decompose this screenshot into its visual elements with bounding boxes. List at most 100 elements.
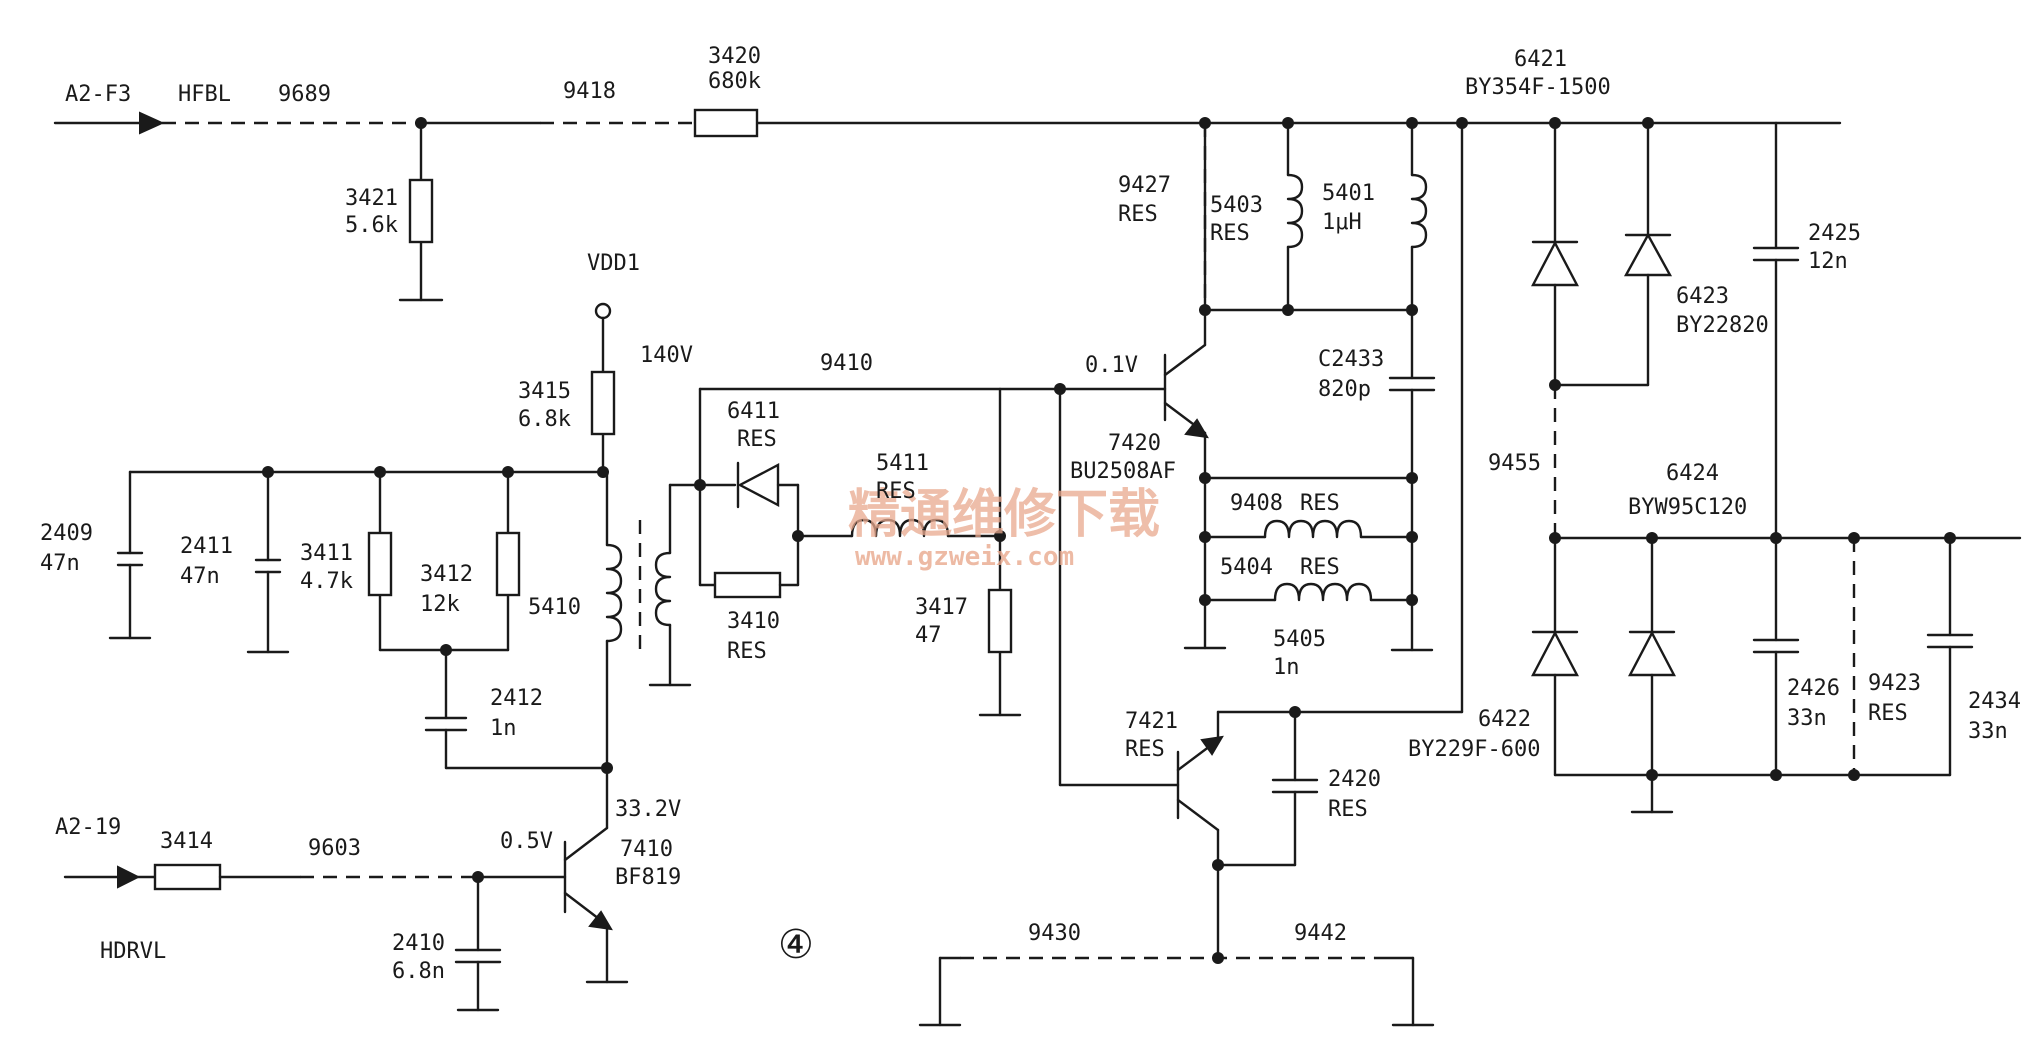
capacitor-2410 <box>454 875 502 1012</box>
label-2425-ref: 2425 <box>1808 221 1861 246</box>
transistor-7421 <box>1058 121 1464 960</box>
label-hfbl: HFBL <box>178 82 231 107</box>
resistor-3417 <box>978 387 1022 717</box>
label-6421-val: BY354F-1500 <box>1465 75 1611 100</box>
label-3415-val: 6.8k <box>518 407 571 432</box>
label-9430: 9430 <box>1028 921 1081 946</box>
diode-6424 <box>1628 536 1676 814</box>
label-2409-ref: 2409 <box>40 521 93 546</box>
label-5401-ref: 5401 <box>1322 181 1375 206</box>
label-0.5v: 0.5V <box>500 829 553 854</box>
label-3411-ref: 3411 <box>300 541 353 566</box>
top-rail <box>53 111 1842 135</box>
label-9427-res: RES <box>1118 202 1158 227</box>
input-a2-19 <box>63 863 567 891</box>
inductor-5403 <box>1203 121 1414 312</box>
inductor-9408 <box>1203 476 1414 539</box>
capacitor-2409 <box>108 470 152 640</box>
resistor-3420 <box>693 108 759 138</box>
label-9408: 9408 <box>1230 491 1283 516</box>
label-a2-19: A2-19 <box>55 815 121 840</box>
label-2409-val: 47n <box>40 551 80 576</box>
label-6424-ref: 6424 <box>1666 461 1719 486</box>
inductor-5401 <box>1410 121 1428 312</box>
label-2434-ref: 2434 <box>1968 689 2021 714</box>
label-7420-val: BU2508AF <box>1070 459 1176 484</box>
label-9455: 9455 <box>1488 451 1541 476</box>
transistor-7410 <box>563 766 629 984</box>
label-2426-val: 33n <box>1787 706 1827 731</box>
diode-6421 <box>1531 121 1579 387</box>
label-3417-ref: 3417 <box>915 595 968 620</box>
label-3412-ref: 3412 <box>420 562 473 587</box>
label-5404: 5404 <box>1220 555 1273 580</box>
label-5405-val: 1n <box>1273 655 1300 680</box>
label-2412-val: 1n <box>490 716 517 741</box>
label-2411-val: 47n <box>180 564 220 589</box>
label-5410: 5410 <box>528 595 581 620</box>
label-9423: 9423 <box>1868 671 1921 696</box>
labels: A2-F3 HFBL 9689 9418 3420 680k 6421 BY35… <box>40 44 2021 984</box>
label-2420-ref: 2420 <box>1328 767 1381 792</box>
bottom-rail <box>918 956 1435 1027</box>
watermark-url: www.gzweix.com <box>855 542 1074 572</box>
label-9408-res: RES <box>1300 491 1340 516</box>
label-hdrvl: HDRVL <box>100 939 166 964</box>
label-3421-ref: 3421 <box>345 186 398 211</box>
resistor-3412 <box>378 470 521 652</box>
label-5403-ref: 5403 <box>1210 193 1263 218</box>
label-a2-f3: A2-F3 <box>65 82 131 107</box>
label-3417-val: 47 <box>915 623 942 648</box>
label-2410-ref: 2410 <box>392 931 445 956</box>
watermark-title: 精通维修下载 <box>848 485 1160 545</box>
resistor-3421 <box>398 121 444 302</box>
label-2425-val: 12n <box>1808 249 1848 274</box>
label-2412-ref: 2412 <box>490 686 543 711</box>
label-7421-ref: 7421 <box>1125 709 1178 734</box>
junction-dots <box>262 117 1956 964</box>
diode-6423 <box>1553 121 1673 387</box>
label-5401-val: 1μH <box>1322 210 1362 235</box>
label-3421-val: 5.6k <box>345 213 398 238</box>
label-7420-ref: 7420 <box>1108 431 1161 456</box>
label-6424-val: BYW95C120 <box>1628 495 1747 520</box>
inductor-5404 <box>1183 582 1414 650</box>
label-3420-val: 680k <box>708 69 761 94</box>
label-2426-ref: 2426 <box>1787 676 1840 701</box>
label-5411-val: RES <box>876 479 916 504</box>
label-3412-val: 12k <box>420 592 460 617</box>
capacitor-c2433 <box>1388 308 1436 652</box>
label-9689: 9689 <box>278 82 331 107</box>
diode-6411 <box>698 387 1062 587</box>
label-0.1v: 0.1V <box>1085 353 1138 378</box>
label-7421-val: RES <box>1125 737 1165 762</box>
label-9442: 9442 <box>1294 921 1347 946</box>
vdd1-supply <box>590 302 616 472</box>
label-7410-ref: 7410 <box>620 837 673 862</box>
label-9603: 9603 <box>308 836 361 861</box>
label-c2433-ref: C2433 <box>1318 347 1384 372</box>
capacitor-2434 <box>1926 536 1974 777</box>
label-5411-ref: 5411 <box>876 451 929 476</box>
label-5405-ref: 5405 <box>1273 627 1326 652</box>
label-2411-ref: 2411 <box>180 534 233 559</box>
label-3411-val: 4.7k <box>300 569 353 594</box>
resistor-3410 <box>698 571 800 599</box>
transformer-5410 <box>605 470 702 770</box>
label-3414: 3414 <box>160 829 213 854</box>
diode-6422 <box>1531 536 1579 777</box>
watermark: 精通维修下载 www.gzweix.com <box>848 485 1160 572</box>
label-2434-val: 33n <box>1968 719 2008 744</box>
label-7410-val: BF819 <box>615 865 681 890</box>
label-6411-val: RES <box>737 427 777 452</box>
label-9410: 9410 <box>820 351 873 376</box>
label-33.2v: 33.2V <box>615 797 681 822</box>
label-5404-res: RES <box>1300 555 1340 580</box>
capacitor-2411 <box>246 470 290 654</box>
capacitor-2412 <box>424 648 610 770</box>
capacitor-2426 <box>1752 536 1800 777</box>
label-6421-ref: 6421 <box>1514 47 1567 72</box>
label-vdd1: VDD1 <box>587 251 640 276</box>
capacitor-2425 <box>1752 121 1800 540</box>
